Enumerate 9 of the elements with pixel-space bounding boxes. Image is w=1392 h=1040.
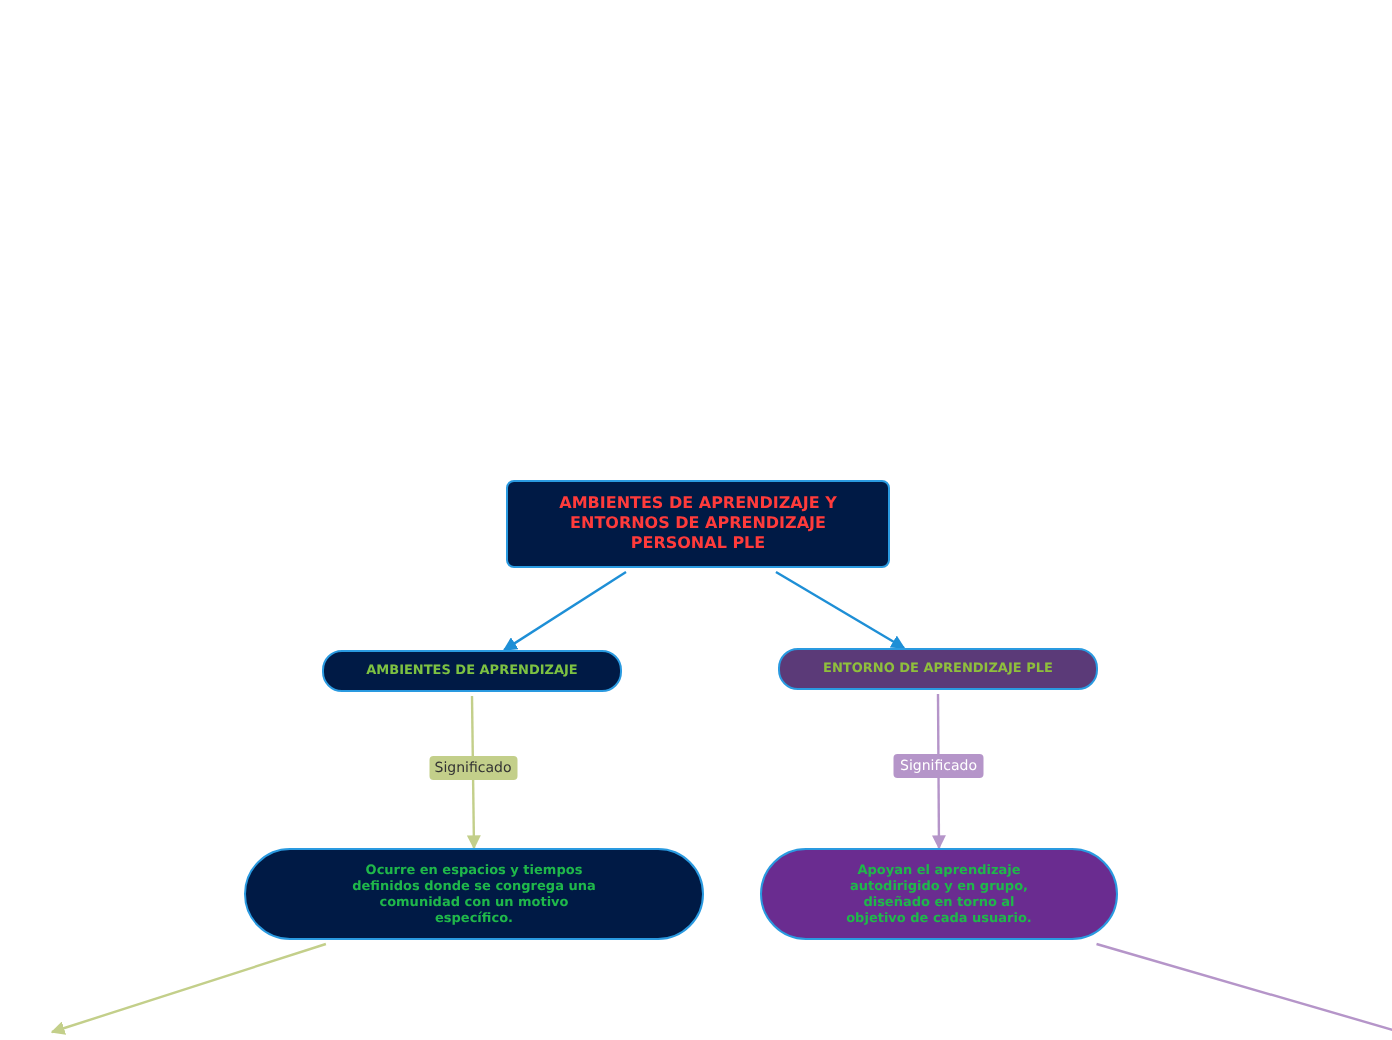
arrow: [502, 571, 627, 651]
arrow: [775, 570, 906, 650]
topic-box: [760, 848, 1118, 940]
topic-box: [322, 650, 622, 692]
topic-box: [244, 848, 704, 940]
node-text: AMBIENTES DE APRENDIZAJE Y ENTORNOS DE APRENDIZAJE PERSONAL PLE: [557, 494, 839, 554]
arrow: [50, 942, 327, 1035]
topic-box: [778, 648, 1098, 690]
title-box: [506, 480, 890, 568]
